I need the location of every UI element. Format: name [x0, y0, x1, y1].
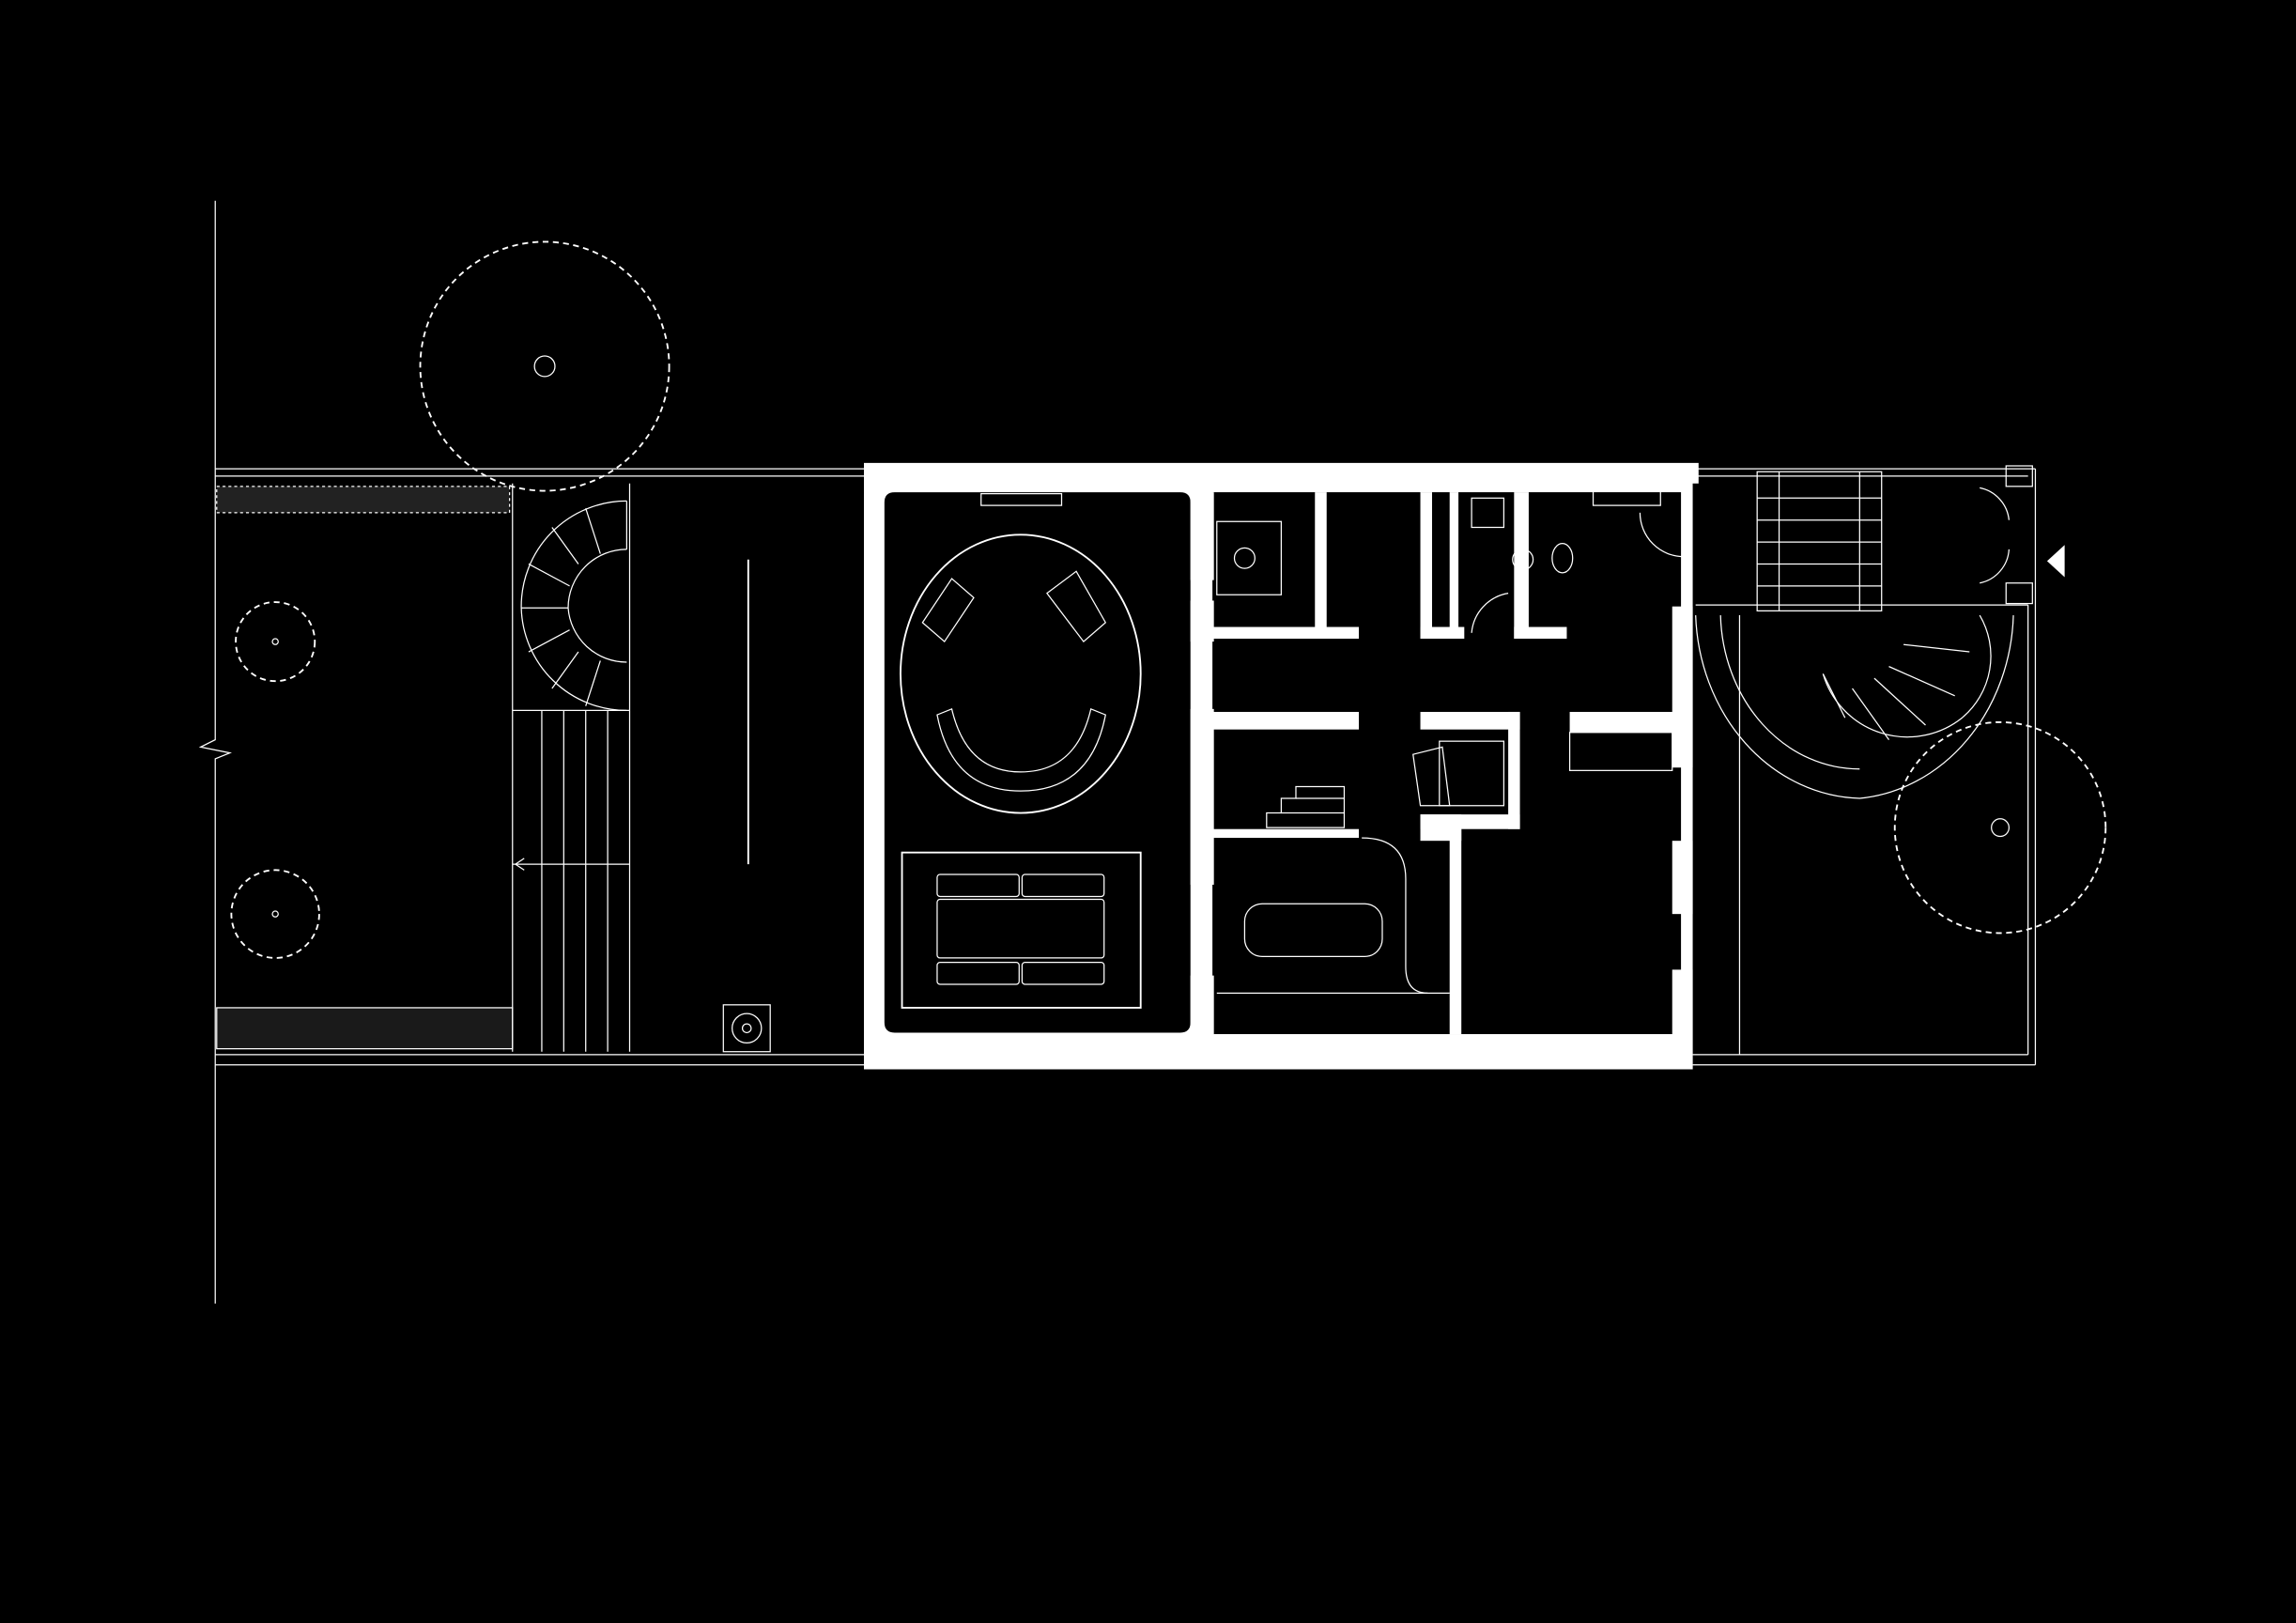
hedge-top	[216, 486, 511, 514]
oval-table	[900, 533, 1142, 814]
small-stair	[1266, 785, 1346, 828]
building-walls	[863, 462, 1699, 1070]
straight-stair-right	[1756, 471, 1883, 611]
bathrooms	[1216, 487, 1685, 994]
lift	[1412, 740, 1505, 807]
tree-right	[1893, 720, 2107, 935]
entrance-arrow-icon	[2046, 545, 2065, 578]
tree-small-2	[230, 869, 320, 959]
spiral-stair-left	[512, 483, 631, 1052]
site-boundary	[198, 200, 2037, 1304]
straight-stair-left	[512, 709, 630, 1052]
entrance-door	[1980, 487, 2065, 584]
hedge-bottom	[216, 1007, 514, 1050]
sofa	[901, 851, 1142, 1009]
spiral-stair-right	[1695, 604, 2028, 1055]
light-point	[867, 754, 882, 769]
tree-small-1	[235, 601, 316, 683]
drain	[722, 1004, 771, 1053]
tree-top-left	[419, 240, 670, 492]
